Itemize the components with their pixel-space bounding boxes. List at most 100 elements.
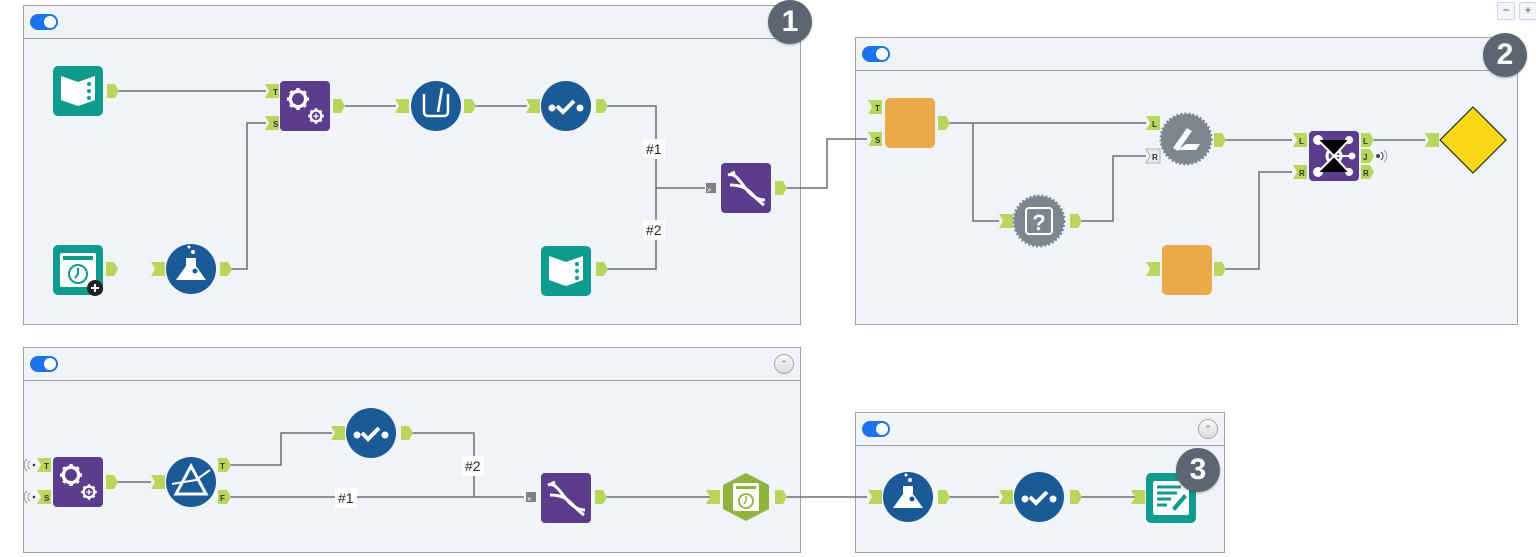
input-anchor-r[interactable]: R (1293, 165, 1307, 179)
output-anchor[interactable] (595, 490, 607, 504)
container-enable-toggle[interactable] (30, 14, 58, 30)
svg-text:»: » (527, 494, 532, 503)
svg-text:T: T (220, 462, 225, 471)
svg-text:+: + (86, 487, 92, 499)
step-badge-2: 2 (1483, 33, 1527, 77)
tool-container-1[interactable] (23, 5, 801, 325)
input-anchor-t[interactable]: T (868, 100, 882, 114)
cleanse-tool[interactable] (395, 81, 461, 131)
connection-wires (112, 90, 1425, 498)
wire (604, 105, 657, 270)
wire-label-2: #2 (643, 220, 665, 240)
output-anchor[interactable] (464, 99, 476, 113)
formula-tool[interactable] (151, 244, 216, 294)
zoom-out-button[interactable]: − (1497, 2, 1515, 20)
tool-container-3[interactable]: ⌃ (23, 347, 801, 553)
wire (1078, 155, 1146, 222)
output-anchor[interactable] (401, 426, 413, 440)
union-tool[interactable]: » (706, 163, 771, 213)
output-anchor[interactable] (107, 84, 119, 98)
filter-tool[interactable]: T F (151, 457, 231, 507)
wire (785, 138, 867, 189)
output-anchor[interactable] (1070, 490, 1082, 504)
container-enable-toggle[interactable] (30, 356, 58, 372)
directory-tool[interactable] (53, 245, 103, 296)
container-enable-toggle[interactable] (862, 46, 890, 62)
container-header (24, 6, 800, 39)
wire (1220, 171, 1292, 270)
container-enable-toggle[interactable] (862, 421, 890, 437)
input-anchor-r[interactable]: R (1145, 148, 1161, 164)
output-anchor[interactable] (596, 262, 608, 276)
svg-text:F: F (220, 494, 225, 503)
output-anchor[interactable] (775, 490, 787, 504)
output-anchor-f[interactable]: F (218, 490, 231, 504)
wire (972, 123, 999, 222)
svg-text:L: L (1363, 137, 1368, 146)
input-anchor-s[interactable]: S (868, 132, 882, 146)
unknown-tool[interactable]: ? (999, 194, 1066, 248)
svg-text:S: S (44, 494, 50, 503)
input-data-tool[interactable] (53, 66, 103, 116)
wire-label-2: #2 (462, 456, 484, 476)
svg-text:S: S (273, 120, 279, 129)
output-anchor[interactable] (596, 99, 608, 113)
output-anchor[interactable] (106, 262, 118, 276)
step-badge-3: 3 (1176, 448, 1220, 492)
svg-text:L: L (1299, 137, 1304, 146)
output-anchor[interactable] (106, 475, 118, 489)
input-anchor-l[interactable]: L (1293, 133, 1307, 147)
select-tool[interactable] (999, 472, 1064, 522)
union-tool[interactable]: » (526, 473, 591, 523)
output-anchor-l[interactable]: L (1361, 133, 1374, 147)
test-tool[interactable] (1425, 106, 1507, 174)
svg-text:T: T (273, 88, 278, 97)
wire (230, 432, 332, 466)
svg-text:L: L (1152, 120, 1157, 129)
input-anchor-l[interactable]: L (1146, 116, 1160, 130)
output-anchor-j[interactable]: J (1361, 149, 1374, 163)
batch-macro-tool[interactable]: T S + (23, 457, 103, 507)
svg-text:»: » (707, 185, 712, 194)
input-anchor-s[interactable]: S (265, 116, 279, 130)
container-header: ⌃ (24, 348, 800, 381)
svg-text:+: + (313, 111, 319, 123)
svg-text:T: T (875, 104, 880, 113)
collapse-button[interactable]: ⌃ (1198, 419, 1218, 439)
svg-text:R: R (1363, 169, 1369, 178)
formula-tool[interactable] (868, 472, 933, 522)
svg-text:J: J (1363, 153, 1367, 162)
join-tool[interactable]: L R L J R (1293, 131, 1388, 181)
zoom-in-button[interactable]: + (1519, 2, 1536, 20)
input-data-tool[interactable] (541, 246, 591, 296)
collapse-button[interactable]: ⌃ (774, 354, 794, 374)
input-anchor-s[interactable]: S (37, 490, 51, 504)
macro-tool[interactable]: T S (868, 98, 935, 148)
output-anchor[interactable] (333, 99, 345, 113)
output-anchor[interactable] (1214, 262, 1226, 276)
batch-macro-tool[interactable]: + (280, 81, 330, 131)
input-anchor-t[interactable]: T (265, 84, 279, 98)
svg-text:R: R (1152, 153, 1158, 162)
date-time-tool[interactable] (706, 473, 769, 521)
output-anchor[interactable] (938, 116, 950, 130)
output-anchor[interactable] (938, 490, 950, 504)
macro-tool[interactable] (1146, 245, 1212, 295)
container-header: ⌃ (856, 413, 1224, 446)
output-anchor[interactable] (220, 262, 232, 276)
wire (228, 122, 266, 270)
select-tool[interactable] (331, 408, 396, 458)
input-anchor-t[interactable]: T (37, 458, 51, 472)
output-anchor-r[interactable]: R (1361, 165, 1374, 179)
step-badge-1: 1 (768, 0, 812, 44)
output-anchor[interactable] (1070, 214, 1082, 228)
wire-label-1: #1 (335, 488, 357, 508)
dynamic-rename-tool[interactable]: L R (1145, 112, 1213, 166)
output-anchor[interactable] (1214, 133, 1226, 147)
select-tool[interactable] (526, 81, 591, 131)
output-anchor-t[interactable]: T (218, 458, 231, 472)
svg-text:T: T (44, 462, 49, 471)
output-anchor[interactable] (775, 181, 787, 195)
wireless-icon (23, 458, 36, 504)
wireless-icon (1375, 149, 1388, 163)
